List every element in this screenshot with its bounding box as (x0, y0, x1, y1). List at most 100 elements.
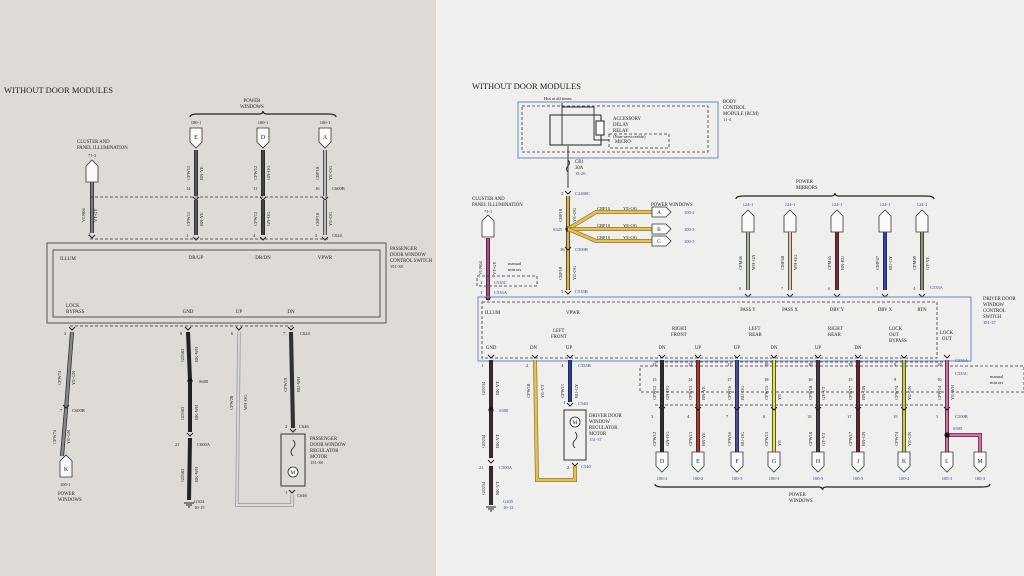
right-feed-circuit-1: CBP10 (558, 208, 563, 222)
right-pw-branch-wire-0 (567, 210, 652, 231)
mirror-circuit-4: CPM09 (912, 255, 917, 270)
out-connector-D-letter: D (660, 459, 665, 465)
group-left-rear-1: LEFT (749, 327, 761, 332)
connector-arrow (900, 406, 908, 411)
out-pin2-1: 14 (688, 377, 693, 382)
left-gnd-color-3: BK-WH (194, 466, 199, 482)
right-pw-branch-connector-C (651, 235, 672, 247)
connector-arrow (288, 489, 296, 494)
out-ref-2: 100-3 (732, 476, 743, 481)
out-pin2-5: 15 (848, 377, 853, 382)
connector-arrow (566, 402, 574, 407)
right-pw-branch-letter-0: A (657, 210, 661, 216)
connector-arrow (658, 406, 666, 411)
group-lock-out-1: LOCK (940, 331, 954, 336)
left-top-upper-circuit-1: CPW12 (253, 166, 258, 180)
relay-label-3: RELAY (613, 129, 629, 134)
out-dir-1: UP (695, 346, 701, 351)
driver-motor-motor-letter: M (573, 420, 578, 426)
mirror-color-1: WH-OG (793, 254, 798, 270)
out-color-upper-7: YE-WH (950, 384, 955, 400)
driver-gnd-ground: G205 (503, 499, 514, 504)
left-lock-circuit-2: CPW74 (52, 429, 57, 444)
group-left-rear-2: REAR (749, 333, 763, 338)
left-lock-wire-lower (60, 409, 68, 457)
out-circuit-lower-4: CPW18 (808, 431, 813, 446)
lf-dn-label: DN (530, 346, 537, 351)
connector-arrow (287, 326, 295, 331)
right-pw-branch-circuit-2: CBP10 (597, 235, 611, 240)
right-page (436, 0, 1024, 576)
left-up-wire (235, 331, 293, 506)
driver-switch-ref: 151-37 (983, 320, 996, 325)
left-cluster-label-1: CLUSTER AND (77, 140, 110, 145)
driver-gnd-pin2: 21 (479, 465, 484, 470)
connector-arrow (854, 406, 862, 411)
mirror-switch-pin-4: RTN (917, 308, 927, 313)
left-gnd-color-1: BK-WH (194, 346, 199, 362)
left-lock-connector-K-letter: K (64, 467, 69, 473)
out-pin2-7: 10 (937, 377, 942, 382)
connector-arrow (487, 354, 495, 359)
out-pin3-0: 3 (651, 414, 654, 419)
left-up-wire-outline (235, 331, 294, 507)
left-top-upper-pin-2: 16 (315, 186, 320, 191)
left-lock-label-2: WINDOWS (58, 498, 82, 503)
out-pin2-0: 13 (652, 377, 657, 382)
connector-arrow (259, 196, 267, 201)
left-page (0, 0, 440, 576)
driver-switch-outer (477, 296, 972, 362)
out-color-upper-0: GN-OG (665, 385, 670, 400)
lf-conn: C535B (578, 363, 591, 368)
left-bottom-pin-num-0: 3 (64, 331, 67, 336)
mirror-connector-4 (915, 209, 929, 233)
left-top-upper-circuit-2: CBP10 (315, 166, 320, 180)
bcm-name-2: CONTROL (723, 106, 746, 111)
left-page-title: WITHOUT DOOR MODULES (4, 85, 113, 95)
right-cluster-ref: 71-3 (484, 209, 493, 214)
left-gnd-circuit-1: GD383 (180, 348, 185, 362)
left-gnd-connector: C600A (197, 442, 211, 447)
right-pw-branch-ref-1: 100-3 (684, 227, 695, 232)
left-bottom-pin-num-2: 6 (231, 331, 234, 336)
right-pw-branch-letter-1: B (657, 227, 661, 233)
out-dir-3: DN (771, 346, 778, 351)
connector-arrow (571, 462, 579, 467)
left-lock-circuit-1: CPW74 (57, 370, 62, 385)
out-circuit-upper-2: CPW16 (727, 385, 732, 400)
cb-label-2: 30A (575, 166, 584, 171)
connector-arrow (566, 354, 574, 359)
left-switch-illum: ILLUM (60, 257, 76, 262)
relay-box (549, 114, 602, 146)
left-gnd-splice-label: S600 (199, 379, 209, 384)
out-pin1-2: 17 (727, 362, 732, 367)
left-top-upper-color-2: YE-OG (328, 165, 333, 180)
connector-arrow (321, 196, 329, 201)
left-top-upper-color-1: GN-OG (266, 165, 271, 180)
out-dir-2: UP (734, 346, 740, 351)
left-switch-connector-bottom: C624 (300, 331, 311, 336)
right-pw-branch-ref-0: 100-2 (684, 210, 695, 215)
right-cluster-pin2: 1 (480, 290, 482, 295)
left-bottom-pin-num-1: 8 (180, 331, 183, 336)
right-feed-conn1: C500B (575, 247, 588, 252)
driver-gnd-pin: 1 (481, 363, 483, 368)
out-circuit-lower-6: CPW74 (894, 431, 899, 446)
right-pw-branch-wire-2 (567, 227, 652, 243)
out-ref-0: 100-2 (657, 476, 668, 481)
bcm-pin: 3 (561, 191, 564, 196)
driver-motor-name-3: REGULATOR (589, 426, 618, 431)
left-up-circuit: CPW20 (229, 395, 234, 410)
left-lock-pin-mid: 7 (60, 408, 63, 413)
left-motor-limit-switch (290, 439, 296, 457)
lf-up-color: BU-GY (574, 383, 579, 398)
left-motor-motor-letter: M (291, 470, 296, 476)
connector-arrow (733, 406, 741, 411)
left-bottom-pin-name-0: LOCK (66, 304, 80, 309)
out-connector-F-letter: F (735, 459, 739, 465)
right-cluster-label-1: CLUSTER AND (472, 197, 505, 202)
out-connector-K (897, 451, 911, 473)
manual-mirrors-dashed-box (639, 365, 1024, 393)
left-lock-color-2: YE-GN (66, 429, 71, 444)
mirror-switch-pin-2: DRV Y (830, 308, 845, 313)
